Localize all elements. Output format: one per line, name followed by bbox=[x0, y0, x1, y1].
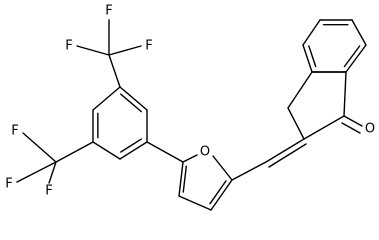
bond bbox=[351, 19, 367, 46]
bond bbox=[265, 138, 305, 163]
bond bbox=[120, 138, 143, 153]
bond bbox=[22, 132, 57, 163]
bond bbox=[341, 122, 361, 134]
bond bbox=[210, 179, 233, 211]
bond bbox=[108, 54, 121, 88]
bond bbox=[178, 161, 184, 197]
atom-f2: F bbox=[105, 4, 112, 19]
structure-diagram: O O F F F F F F bbox=[5, 4, 375, 211]
bond bbox=[345, 44, 367, 73]
bond bbox=[212, 155, 233, 181]
bond bbox=[182, 165, 188, 193]
bond bbox=[302, 44, 313, 73]
bond bbox=[119, 141, 148, 160]
atom-f3: F bbox=[145, 39, 152, 54]
bond bbox=[287, 107, 305, 140]
bond bbox=[76, 45, 110, 56]
bond bbox=[343, 45, 361, 68]
bond bbox=[182, 154, 198, 163]
bond bbox=[119, 86, 148, 111]
atom-f4: F bbox=[11, 124, 18, 139]
bond bbox=[287, 71, 313, 109]
bond bbox=[178, 195, 212, 211]
bond bbox=[343, 115, 363, 127]
bond bbox=[16, 161, 57, 183]
bond bbox=[231, 161, 267, 181]
bond bbox=[146, 141, 184, 163]
atom-o-ketone: O bbox=[365, 122, 375, 137]
bond bbox=[308, 45, 317, 68]
bond bbox=[302, 19, 321, 46]
bond bbox=[303, 115, 345, 140]
atom-f6: F bbox=[45, 184, 52, 199]
atom-f1: F bbox=[65, 39, 72, 54]
bond-lines bbox=[16, 19, 367, 211]
bond bbox=[209, 180, 227, 205]
bond bbox=[92, 86, 121, 111]
bond bbox=[108, 45, 142, 56]
bond bbox=[120, 93, 143, 113]
bond bbox=[343, 71, 347, 117]
bond bbox=[92, 141, 121, 160]
atom-o-furan: O bbox=[200, 145, 210, 160]
bond bbox=[55, 141, 94, 163]
atom-f5: F bbox=[5, 177, 12, 192]
bond bbox=[268, 143, 307, 168]
bond bbox=[48, 161, 57, 184]
